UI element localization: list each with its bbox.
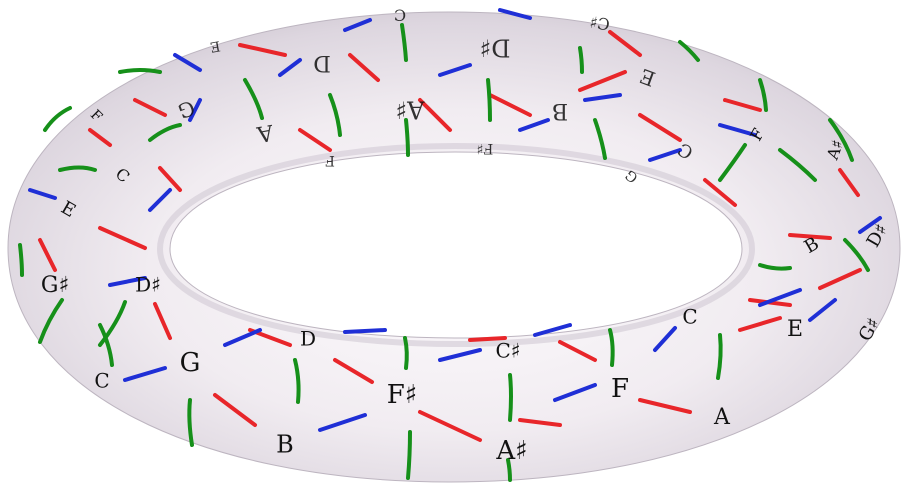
note-label-asharp-front: A♯ [495, 436, 527, 466]
note-label-g-back: G [175, 95, 198, 123]
torus-surface [7, 11, 901, 483]
note-label-a-back: A [254, 119, 276, 147]
note-label-dsharp-back: D♯ [480, 34, 511, 62]
note-label-csharp-front: C♯ [496, 339, 521, 363]
note-label-gsharp-left: G♯ [41, 273, 69, 298]
note-label-e-back-left: E [209, 37, 222, 55]
green-edges [18, 23, 870, 482]
note-label-d-back: D [313, 50, 331, 75]
note-label-c-front: C [94, 369, 109, 393]
red-edges [38, 30, 862, 442]
note-label-c-back-top: C [394, 6, 406, 25]
note-label-b-back: B [552, 98, 568, 123]
note-label-f-back: F [325, 152, 335, 168]
blue-edges [28, 8, 882, 432]
note-label-d-front: D [300, 327, 316, 351]
note-label-csharp-back: C♯ [588, 12, 611, 34]
note-label-f-front: F [611, 374, 629, 404]
note-label-fsharp-front: F♯ [387, 380, 418, 410]
note-label-dsharp-left: D♯ [135, 273, 161, 297]
note-label-b-front: B [276, 431, 294, 459]
note-label-g-front: G [180, 348, 201, 378]
note-label-e-right: E [787, 317, 803, 342]
note-label-a-front: A [713, 405, 731, 430]
note-label-asharp-back: A♯ [396, 96, 426, 124]
note-label-c-right: C [682, 305, 697, 329]
note-label-fsharp-back: F♯ [477, 140, 494, 156]
inner-rim-shadow [156, 142, 756, 348]
